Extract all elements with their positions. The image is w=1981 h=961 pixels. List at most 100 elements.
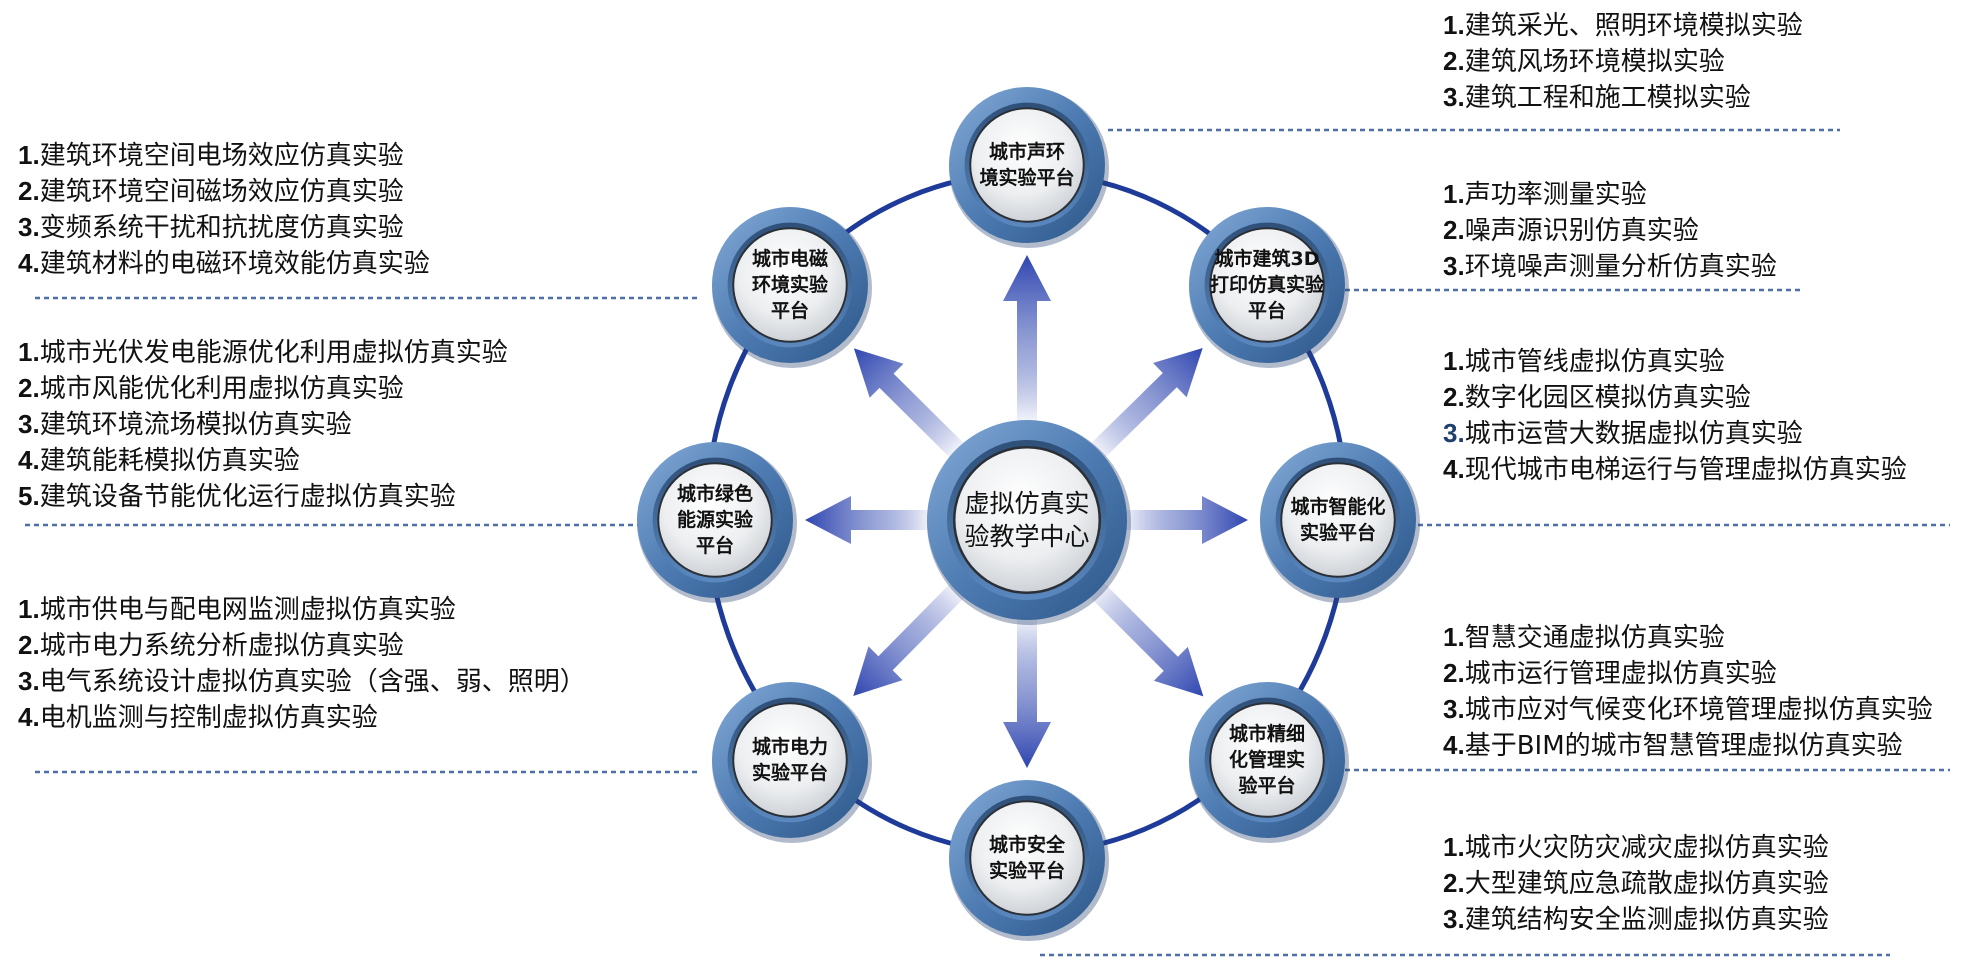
experiment-item: 1.智慧交通虚拟仿真实验	[1443, 620, 1933, 656]
platform-node-print3d[interactable]	[1189, 207, 1349, 368]
experiment-text: 环境噪声测量分析仿真实验	[1464, 252, 1777, 282]
platform-label-power: 城市电力 实验平台	[751, 736, 829, 784]
platform-node-acoustic[interactable]	[949, 87, 1109, 248]
experiment-item: 1.城市光伏发电能源优化利用虚拟仿真实验	[18, 335, 508, 371]
experiment-number: 3.	[18, 666, 40, 696]
experiment-text: 建筑采光、照明环境模拟实验	[1464, 11, 1803, 41]
experiment-item: 3.城市运营大数据虚拟仿真实验	[1443, 416, 1907, 452]
arrow-to-safety	[1003, 612, 1051, 768]
experiment-item: 4.建筑能耗模拟仿真实验	[18, 443, 508, 479]
experiment-item: 2.城市运行管理虚拟仿真实验	[1443, 656, 1933, 692]
experiment-item: 4.电机监测与控制虚拟仿真实验	[18, 700, 586, 736]
platform-label-print3d: 城市建筑3D 打印仿真实验 平台	[1209, 248, 1325, 322]
platform-node-fine[interactable]	[1189, 682, 1349, 843]
experiment-text: 建筑环境空间磁场效应仿真实验	[39, 177, 404, 207]
experiment-item: 2.建筑环境空间磁场效应仿真实验	[18, 174, 430, 210]
experiment-number: 3.	[1443, 418, 1465, 448]
experiment-item: 3.建筑工程和施工模拟实验	[1443, 80, 1803, 116]
platform-label-safety: 城市安全 实验平台	[988, 834, 1066, 882]
platform-label-smart: 城市智能化 实验平台	[1290, 496, 1386, 544]
experiment-number: 3.	[18, 409, 40, 439]
experiment-text: 建筑风场环境模拟实验	[1464, 47, 1725, 77]
arrow-to-power	[853, 578, 970, 696]
experiment-item: 1.建筑采光、照明环境模拟实验	[1443, 8, 1803, 44]
experiment-item: 2.建筑风场环境模拟实验	[1443, 44, 1803, 80]
experiment-number: 2.	[18, 373, 40, 403]
experiment-text: 变频系统干扰和抗扰度仿真实验	[39, 213, 404, 243]
experiment-text: 噪声源识别仿真实验	[1464, 216, 1699, 246]
experiment-number: 2.	[18, 176, 40, 206]
center-hub-node[interactable]	[927, 420, 1131, 625]
platform-label-fine: 城市精细 化管理实 验平台	[1228, 723, 1306, 797]
experiment-item: 3.环境噪声测量分析仿真实验	[1443, 249, 1777, 285]
node-face	[1211, 704, 1323, 816]
experiment-text: 城市管线虚拟仿真实验	[1464, 347, 1725, 377]
platform-node-safety[interactable]	[949, 780, 1109, 941]
arrow-to-emc	[853, 348, 969, 463]
experiment-number: 3.	[1443, 904, 1465, 934]
experiment-number: 3.	[1443, 82, 1465, 112]
node-face	[734, 229, 846, 341]
experiment-text: 城市风能优化利用虚拟仿真实验	[39, 374, 404, 404]
node-face	[1282, 464, 1394, 576]
arrow-to-fine	[1084, 577, 1204, 697]
platform-label-acoustic: 城市声环 境实验平台	[979, 141, 1075, 189]
node-face	[971, 802, 1083, 914]
experiment-number: 4.	[18, 445, 40, 475]
experiment-text: 城市应对气候变化环境管理虚拟仿真实验	[1464, 695, 1933, 725]
experiment-item: 3.城市应对气候变化环境管理虚拟仿真实验	[1443, 692, 1933, 728]
experiment-text: 建筑结构安全监测虚拟仿真实验	[1464, 905, 1829, 935]
experiment-number: 1.	[18, 337, 40, 367]
platform-node-power[interactable]	[712, 682, 872, 843]
experiment-item: 2.城市风能优化利用虚拟仿真实验	[18, 371, 508, 407]
arrow-shape	[805, 496, 935, 544]
experiment-number: 1.	[1443, 622, 1465, 652]
experiment-text: 声功率测量实验	[1464, 180, 1647, 210]
experiment-text: 建筑能耗模拟仿真实验	[39, 446, 300, 476]
experiment-number: 1.	[1443, 832, 1465, 862]
experiment-number: 1.	[18, 140, 40, 170]
experiment-number: 2.	[1443, 658, 1465, 688]
experiment-number: 4.	[18, 248, 40, 278]
experiment-number: 4.	[18, 702, 40, 732]
experiment-text: 建筑环境空间电场效应仿真实验	[39, 141, 404, 171]
experiment-text: 城市供电与配电网监测虚拟仿真实验	[39, 595, 456, 625]
node-face	[734, 704, 846, 816]
platform-node-smart[interactable]	[1260, 442, 1420, 603]
experiment-text: 城市运行管理虚拟仿真实验	[1464, 659, 1777, 689]
arrow-shape	[1003, 255, 1051, 428]
platform-node-emc[interactable]	[712, 207, 872, 368]
experiment-text: 城市运营大数据虚拟仿真实验	[1464, 419, 1803, 449]
experiment-text: 城市火灾防灾减灾虚拟仿真实验	[1464, 833, 1829, 863]
experiment-text: 城市光伏发电能源优化利用虚拟仿真实验	[39, 338, 508, 368]
experiment-number: 1.	[1443, 346, 1465, 376]
node-face	[659, 464, 771, 576]
arrow-shape	[853, 348, 969, 463]
experiment-number: 2.	[18, 630, 40, 660]
experiment-number: 4.	[1443, 730, 1465, 760]
experiment-number: 1.	[1443, 10, 1465, 40]
arrow-shape	[1084, 577, 1204, 697]
experiment-item: 3.变频系统干扰和抗扰度仿真实验	[18, 210, 430, 246]
node-face	[1211, 229, 1323, 341]
arrow-to-print3d	[1085, 347, 1203, 463]
experiment-number: 2.	[1443, 215, 1465, 245]
experiment-item: 1.城市管线虚拟仿真实验	[1443, 344, 1907, 380]
experiment-item: 3.建筑结构安全监测虚拟仿真实验	[1443, 902, 1829, 938]
experiment-item: 4.建筑材料的电磁环境效能仿真实验	[18, 246, 430, 282]
platform-node-green[interactable]	[637, 442, 797, 603]
experiment-item: 1.声功率测量实验	[1443, 177, 1777, 213]
experiment-number: 3.	[18, 212, 40, 242]
node-face	[955, 448, 1099, 592]
node-face	[971, 109, 1083, 221]
platform-label-emc: 城市电磁 环境实验 平台	[751, 248, 829, 322]
experiment-item: 2.噪声源识别仿真实验	[1443, 213, 1777, 249]
experiment-text: 建筑材料的电磁环境效能仿真实验	[39, 249, 430, 279]
experiment-text: 基于BIM的城市智慧管理虚拟仿真实验	[1464, 731, 1903, 761]
